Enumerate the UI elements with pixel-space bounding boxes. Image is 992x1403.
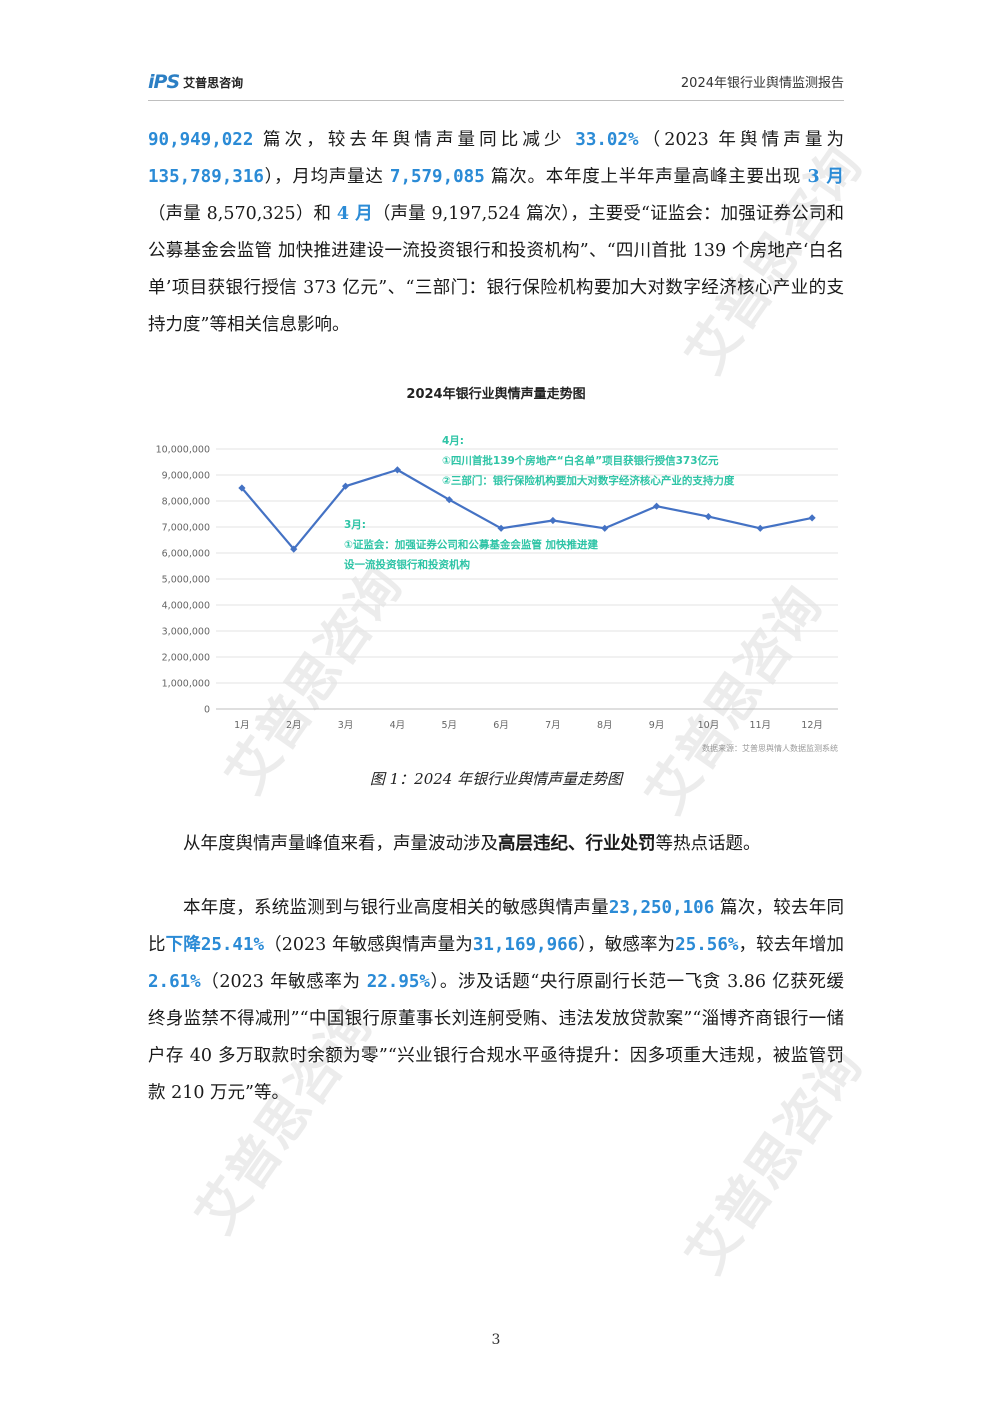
x-tick-label: 1月 <box>234 720 250 731</box>
x-tick-label: 12月 <box>801 720 823 731</box>
y-tick-label: 1,000,000 <box>162 679 210 690</box>
x-tick-label: 7月 <box>545 720 561 731</box>
text: 篇次，较去年同比 <box>148 898 845 955</box>
text: ）。涉及话题“央行原副行长范一飞贪 3.86 亿获死缓 终身监禁不得减刑”“中国… <box>148 972 844 1103</box>
sensitive-rate: 25.56% <box>675 935 739 955</box>
data-point <box>393 466 402 474</box>
y-tick-label: 9,000,000 <box>162 471 210 482</box>
report-title: 2024年银行业舆情监测报告 <box>680 76 844 91</box>
previous-year-volume: 135,789,316 <box>148 167 264 187</box>
yoy-decrease: 33.02% <box>575 130 639 150</box>
y-tick-label: 6,000,000 <box>162 549 210 560</box>
text: 本年度，系统监测到与银行业高度相关的敏感舆情声量 <box>183 898 609 918</box>
x-tick-label: 11月 <box>749 720 771 731</box>
data-point <box>756 524 764 532</box>
text: ），月均声量达 <box>263 167 390 187</box>
text: 从年度舆情声量峰值来看，声量波动涉及 <box>183 834 498 854</box>
logo-mark: iPS <box>148 71 180 93</box>
y-tick-label: 4,000,000 <box>162 601 210 612</box>
y-tick-label: 0 <box>204 705 210 716</box>
figure-caption: 图 1：2024 年银行业舆情声量走势图 <box>369 770 623 788</box>
x-tick-label: 4月 <box>390 720 406 731</box>
decrease-label: 下降 <box>165 935 201 955</box>
previous-sensitive-rate: 22.95% <box>366 972 430 992</box>
previous-sensitive-volume: 31,169,966 <box>472 935 579 955</box>
annotation-text: 设一流投资银行和投资机构 <box>344 558 470 571</box>
series-line <box>241 468 813 551</box>
peak-month-april: 4 月 <box>336 204 373 224</box>
volume-trend-chart: 2024年银行业舆情声量走势图 0 1,000,000 2,000,000 3,000,… <box>156 386 838 753</box>
sensitive-yoy: 25.41% <box>200 935 265 955</box>
data-point <box>549 516 557 525</box>
text: （声量 8,570,325）和 <box>148 204 337 224</box>
y-tick-label: 10,000,000 <box>156 445 210 456</box>
data-point <box>704 513 713 521</box>
data-point <box>601 524 609 532</box>
text: 篇次，较去年舆情声量同比减少 <box>253 130 576 150</box>
y-tick-label: 5,000,000 <box>162 575 210 586</box>
y-tick-label: 8,000,000 <box>162 497 210 508</box>
chart-source: 数据来源：艾普思舆情人数据监测系统 <box>702 743 838 753</box>
y-tick-label: 3,000,000 <box>162 627 210 638</box>
y-tick-label: 7,000,000 <box>162 523 210 534</box>
annotation-text: 4月: <box>442 435 464 447</box>
text: （2023 年舆情声量为 <box>638 130 845 150</box>
x-tick-label: 8月 <box>597 720 613 731</box>
paragraph-peak-topics: 从年度舆情声量峰值来看，声量波动涉及高层违纪、行业处罚等热点话题。 <box>148 826 844 863</box>
annotation-text: 3月: <box>344 519 366 531</box>
monthly-average: 7,579,085 <box>389 167 485 187</box>
data-point <box>445 496 453 504</box>
data-point <box>290 545 298 553</box>
x-tick-label: 10月 <box>698 720 720 731</box>
x-tick-label: 3月 <box>338 720 354 731</box>
text: （声量 9,197,524 篇次），主要受“证监会：加强证券公司和公募基金会监管… <box>148 204 844 335</box>
text: ），敏感率为 <box>578 935 676 955</box>
text: 等热点话题。 <box>655 834 761 854</box>
annual-volume: 90,949,022 <box>148 130 254 150</box>
company-logo: iPS 艾普思咨询 <box>148 70 243 94</box>
text: ，较去年增加 <box>738 935 845 955</box>
data-point <box>652 502 661 510</box>
peak-month-march: 3 月 <box>807 167 844 187</box>
logo-text: 艾普思咨询 <box>183 75 244 90</box>
y-tick-label: 2,000,000 <box>162 653 210 664</box>
sensitive-volume: 23,250,106 <box>608 898 715 918</box>
text: 篇次。本年度上半年声量高峰主要出现 <box>484 167 808 187</box>
x-tick-label: 5月 <box>441 720 457 731</box>
chart-title: 2024年银行业舆情声量走势图 <box>406 386 585 402</box>
rate-increase: 2.61% <box>148 972 201 992</box>
paragraph-sensitive-volume: 本年度，系统监测到与银行业高度相关的敏感舆情声量23,250,106 篇次，较去… <box>148 890 844 1112</box>
x-tick-label: 6月 <box>493 720 509 731</box>
paragraph-volume-summary: 90,949,022 篇次，较去年舆情声量同比减少 33.02%（2023 年舆… <box>148 122 844 344</box>
x-tick-label: 9月 <box>649 720 665 731</box>
text: （2023 年敏感舆情声量为 <box>264 935 473 955</box>
annotation-text: ①证监会：加强证券公司和公募基金会监管 加快推进建 <box>344 538 599 551</box>
page-number: 3 <box>491 1332 501 1348</box>
text: （2023 年敏感率为 <box>200 972 367 992</box>
annotation-text: ②三部门：银行保险机构要加大对数字经济核心产业的支持力度 <box>442 474 735 487</box>
hot-topics: 高层违纪、行业处罚 <box>498 834 656 854</box>
data-point <box>808 514 816 522</box>
annotation-text: ①四川首批139个房地产“白名单”项目获银行授信373亿元 <box>442 454 719 467</box>
data-point <box>238 484 246 492</box>
x-tick-label: 2月 <box>286 720 302 731</box>
page-header: iPS 艾普思咨询 2024年银行业舆情监测报告 <box>148 64 844 101</box>
